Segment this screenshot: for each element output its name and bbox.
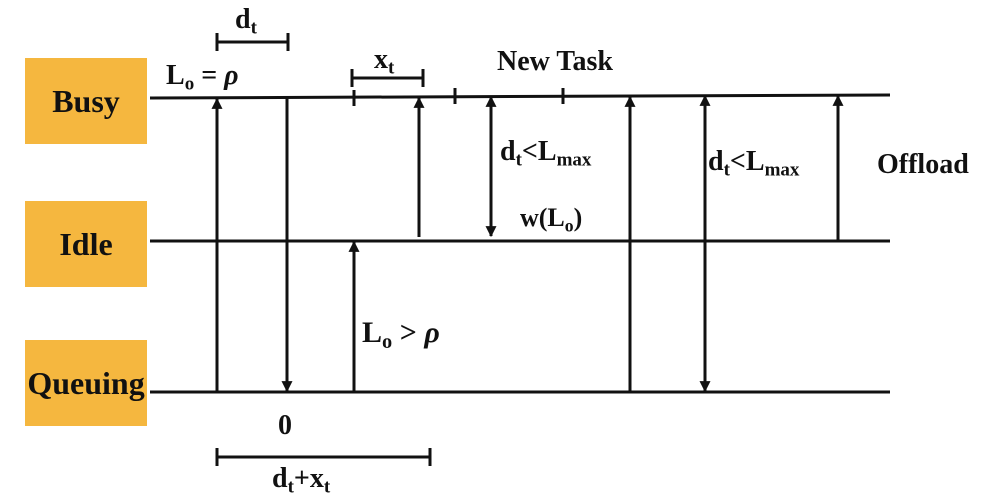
wait-function-label: w(Lo) xyxy=(520,203,583,236)
dt-less-lmax-label-2: dt<Lmax xyxy=(708,146,800,181)
new-task-label: New Task xyxy=(497,46,613,77)
idle-state-box: Idle xyxy=(25,201,147,287)
busy-state-box: Busy xyxy=(25,58,147,144)
busy-state-line xyxy=(149,93,891,100)
dt-less-lmax-label-1: dt<Lmax xyxy=(500,136,592,171)
idle-state-label: Idle xyxy=(59,225,113,262)
zero-label: 0 xyxy=(278,410,292,441)
dt-plus-xt-label: dt+xt xyxy=(272,463,331,498)
busy-state-label: Busy xyxy=(52,82,120,119)
lo-greater-rho-label: Lo > ρ xyxy=(362,316,440,354)
queuing-state-label: Queuing xyxy=(27,364,145,401)
dt-label: dt xyxy=(235,4,257,39)
xt-label: xt xyxy=(374,44,395,79)
offload-label: Offload xyxy=(877,149,969,180)
queuing-state-box: Queuing xyxy=(25,340,147,426)
lo-equals-rho-label: Lo = ρ xyxy=(166,60,239,95)
